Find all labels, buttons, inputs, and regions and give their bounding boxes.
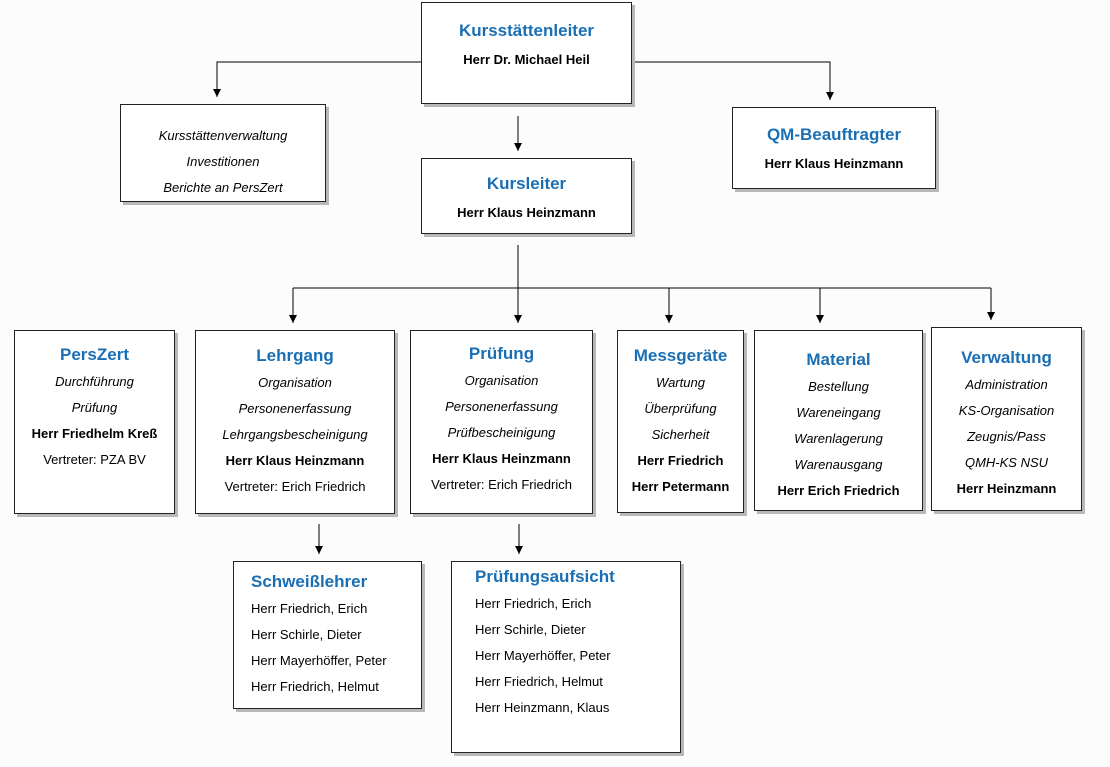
- verwaltung-person: Herr Heinzmann: [956, 481, 1057, 496]
- lehrgang-title: Lehrgang: [256, 346, 334, 365]
- box-lehrgang: Lehrgang Organisation Personenerfassung …: [195, 330, 395, 514]
- kursleiter-person: Herr Klaus Heinzmann: [457, 205, 596, 220]
- task-item: Zeugnis/Pass: [967, 429, 1046, 444]
- task-item: Organisation: [464, 373, 539, 388]
- task-item: Prüfbescheinigung: [447, 425, 556, 440]
- qm-title: QM-Beauftragter: [766, 125, 902, 144]
- task-item: Kursstättenverwaltung: [158, 128, 288, 143]
- pruefung-person: Herr Klaus Heinzmann: [432, 451, 571, 466]
- perszert-title: PersZert: [60, 345, 129, 364]
- task-item: Warenausgang: [794, 457, 883, 472]
- messgeraete-person: Herr Friedrich: [637, 453, 724, 468]
- task-item: KS-Organisation: [958, 403, 1055, 418]
- box-pruefung: Prüfung Organisation Personenerfassung P…: [410, 330, 593, 514]
- lehrgang-person: Herr Klaus Heinzmann: [225, 453, 365, 468]
- connector-to-qm: [632, 61, 834, 100]
- schweisslehrer-title: Schweißlehrer: [251, 572, 368, 591]
- task-item: Bestellung: [808, 379, 869, 394]
- task-item: Investitionen: [186, 154, 260, 169]
- box-verwaltung: Verwaltung Administration KS-Organisatio…: [931, 327, 1082, 511]
- pruefung-deputy: Vertreter: Erich Friedrich: [431, 477, 572, 492]
- perszert-deputy: Vertreter: PZA BV: [43, 452, 146, 467]
- pruefungsaufsicht-title: Prüfungsaufsicht: [475, 567, 615, 586]
- member-item: Herr Friedrich, Erich: [251, 601, 368, 616]
- kursstaettenleiter-person: Herr Dr. Michael Heil: [463, 52, 590, 67]
- task-item: Durchführung: [55, 374, 134, 389]
- connector-to-verwaltung-links: [213, 61, 421, 97]
- qm-person: Herr Klaus Heinzmann: [764, 156, 904, 171]
- box-kursleiter: Kursleiter Herr Klaus Heinzmann: [421, 158, 632, 234]
- member-item: Herr Friedrich, Helmut: [475, 674, 603, 689]
- material-title: Material: [806, 350, 871, 369]
- pruefung-title: Prüfung: [468, 344, 535, 363]
- messgeraete-person: Herr Petermann: [631, 479, 730, 494]
- task-item: Lehrgangsbescheinigung: [222, 427, 368, 442]
- box-kursstaettenleiter: Kursstättenleiter Herr Dr. Michael Heil: [421, 2, 632, 104]
- member-item: Herr Mayerhöffer, Peter: [251, 653, 387, 668]
- task-item: Warenlagerung: [794, 431, 883, 446]
- member-item: Herr Schirle, Dieter: [251, 627, 362, 642]
- box-pruefungsaufsicht: Prüfungsaufsicht Herr Friedrich, Erich H…: [451, 561, 681, 753]
- task-item: Überprüfung: [644, 401, 717, 416]
- member-item: Herr Schirle, Dieter: [475, 622, 586, 637]
- task-item: QMH-KS NSU: [964, 455, 1049, 470]
- task-item: Berichte an PersZert: [163, 180, 283, 195]
- task-item: Sicherheit: [651, 427, 710, 442]
- task-item: Prüfung: [71, 400, 118, 415]
- box-schweisslehrer: Schweißlehrer Herr Friedrich, Erich Herr…: [233, 561, 422, 709]
- lehrgang-deputy: Vertreter: Erich Friedrich: [224, 479, 366, 494]
- member-item: Herr Friedrich, Erich: [475, 596, 592, 611]
- box-messgeraete: Messgeräte Wartung Überprüfung Sicherhei…: [617, 330, 744, 513]
- verwaltung-title: Verwaltung: [961, 348, 1052, 367]
- box-qm-beauftragter: QM-Beauftragter Herr Klaus Heinzmann: [732, 107, 936, 189]
- material-person: Herr Erich Friedrich: [777, 483, 900, 498]
- kursstaettenleiter-title: Kursstättenleiter: [458, 21, 595, 40]
- box-material: Material Bestellung Wareneingang Warenla…: [754, 330, 923, 511]
- member-item: Herr Friedrich, Helmut: [251, 679, 379, 694]
- messgeraete-title: Messgeräte: [633, 346, 728, 365]
- task-item: Personenerfassung: [238, 401, 352, 416]
- member-item: Herr Heinzmann, Klaus: [475, 700, 610, 715]
- member-item: Herr Mayerhöffer, Peter: [475, 648, 611, 663]
- task-item: Wartung: [656, 375, 705, 390]
- task-item: Wareneingang: [796, 405, 881, 420]
- task-item: Organisation: [258, 375, 332, 390]
- perszert-person: Herr Friedhelm Kreß: [31, 426, 158, 441]
- task-item: Personenerfassung: [445, 399, 558, 414]
- task-item: Administration: [965, 377, 1048, 392]
- kursleiter-title: Kursleiter: [486, 174, 567, 193]
- box-kursstaettenverwaltung: Kursstättenverwaltung Investitionen Beri…: [120, 104, 326, 202]
- box-perszert: PersZert Durchführung Prüfung Herr Fried…: [14, 330, 175, 514]
